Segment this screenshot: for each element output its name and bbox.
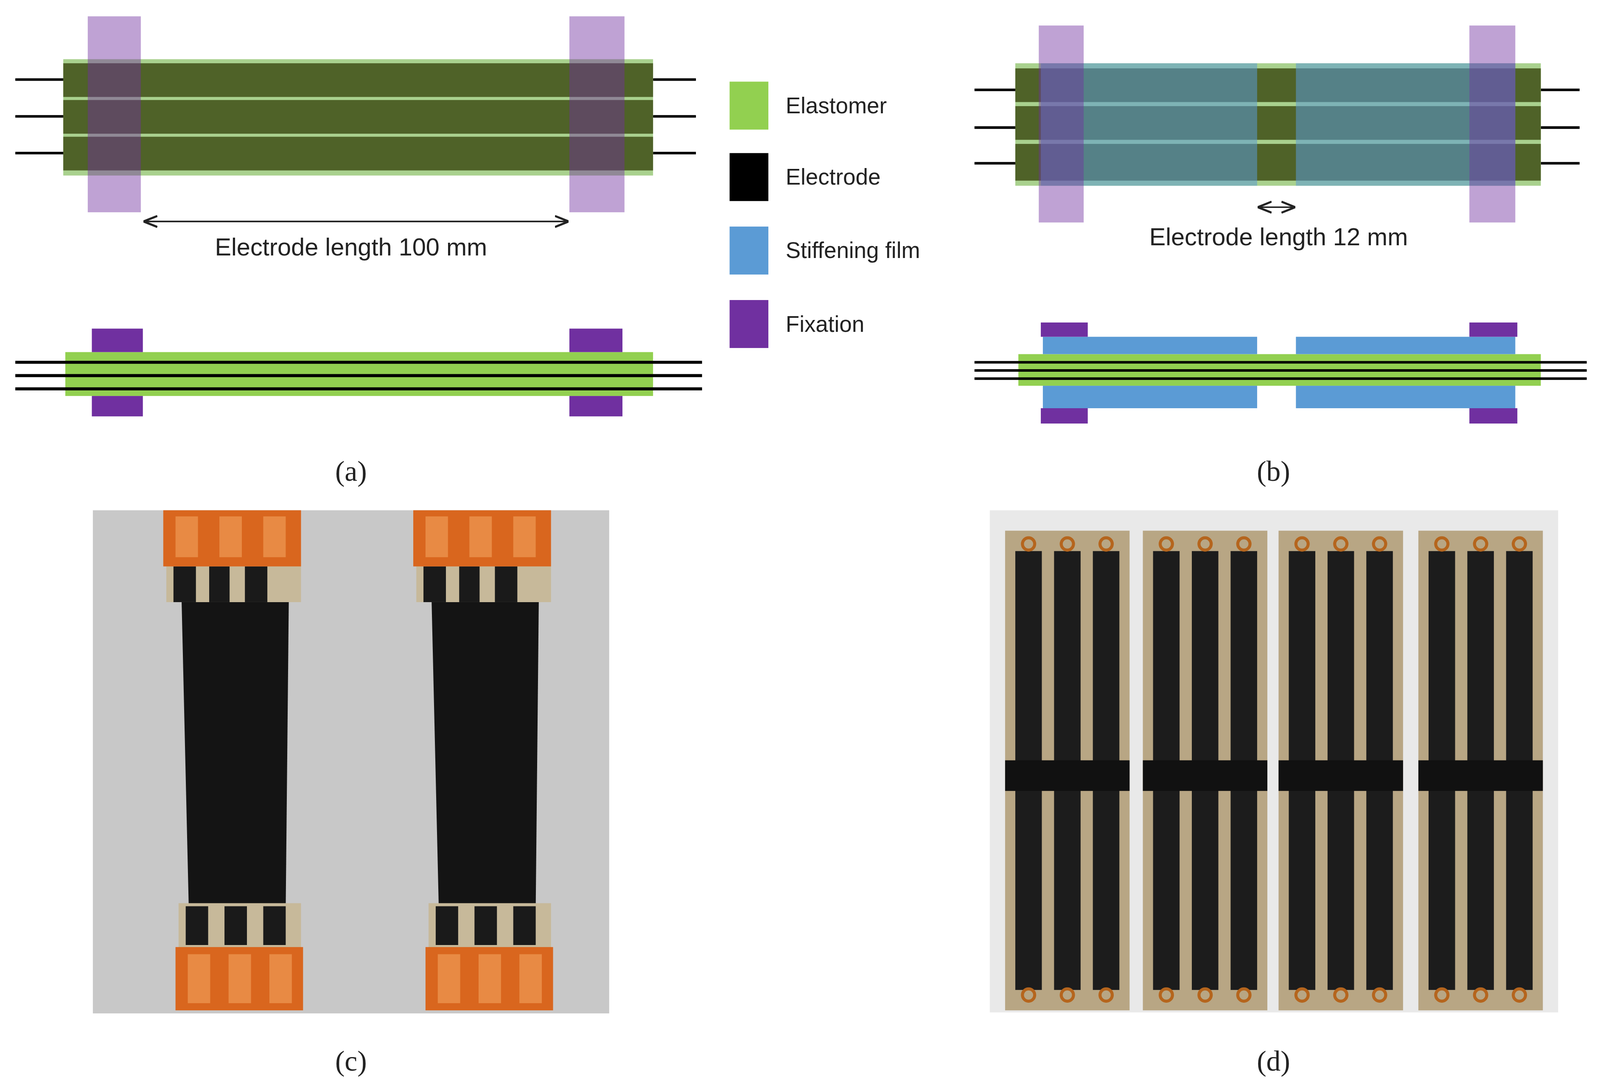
photo-c (92, 509, 610, 1014)
panel-label: (b) (1256, 454, 1291, 488)
panel-label: (d) (1256, 1044, 1291, 1078)
legend-swatch (729, 299, 769, 348)
panel-label: (a) (335, 454, 368, 488)
legend-swatch (729, 81, 769, 130)
panel-label: (c) (335, 1044, 368, 1078)
legend-swatch (729, 153, 769, 202)
legend-entry: Stiffening film (729, 226, 921, 275)
legend-text: Elastomer (785, 92, 887, 120)
top-view-a (15, 16, 696, 222)
dimension-label: Electrode length 100 mm (214, 232, 488, 261)
photo-d (989, 509, 1559, 1012)
legend-entry: Fixation (729, 299, 865, 348)
legend-text: Electrode (785, 163, 881, 191)
side-view-b (974, 322, 1587, 424)
legend-text: Fixation (785, 310, 865, 338)
legend-entry: Elastomer (729, 81, 887, 130)
top-view-b (974, 25, 1580, 223)
legend-swatch (729, 226, 769, 275)
dimension-label: Electrode length 12 mm (1149, 222, 1409, 251)
legend-text: Stiffening film (785, 237, 921, 264)
side-view-a (15, 328, 703, 417)
legend-entry: Electrode (729, 153, 881, 202)
